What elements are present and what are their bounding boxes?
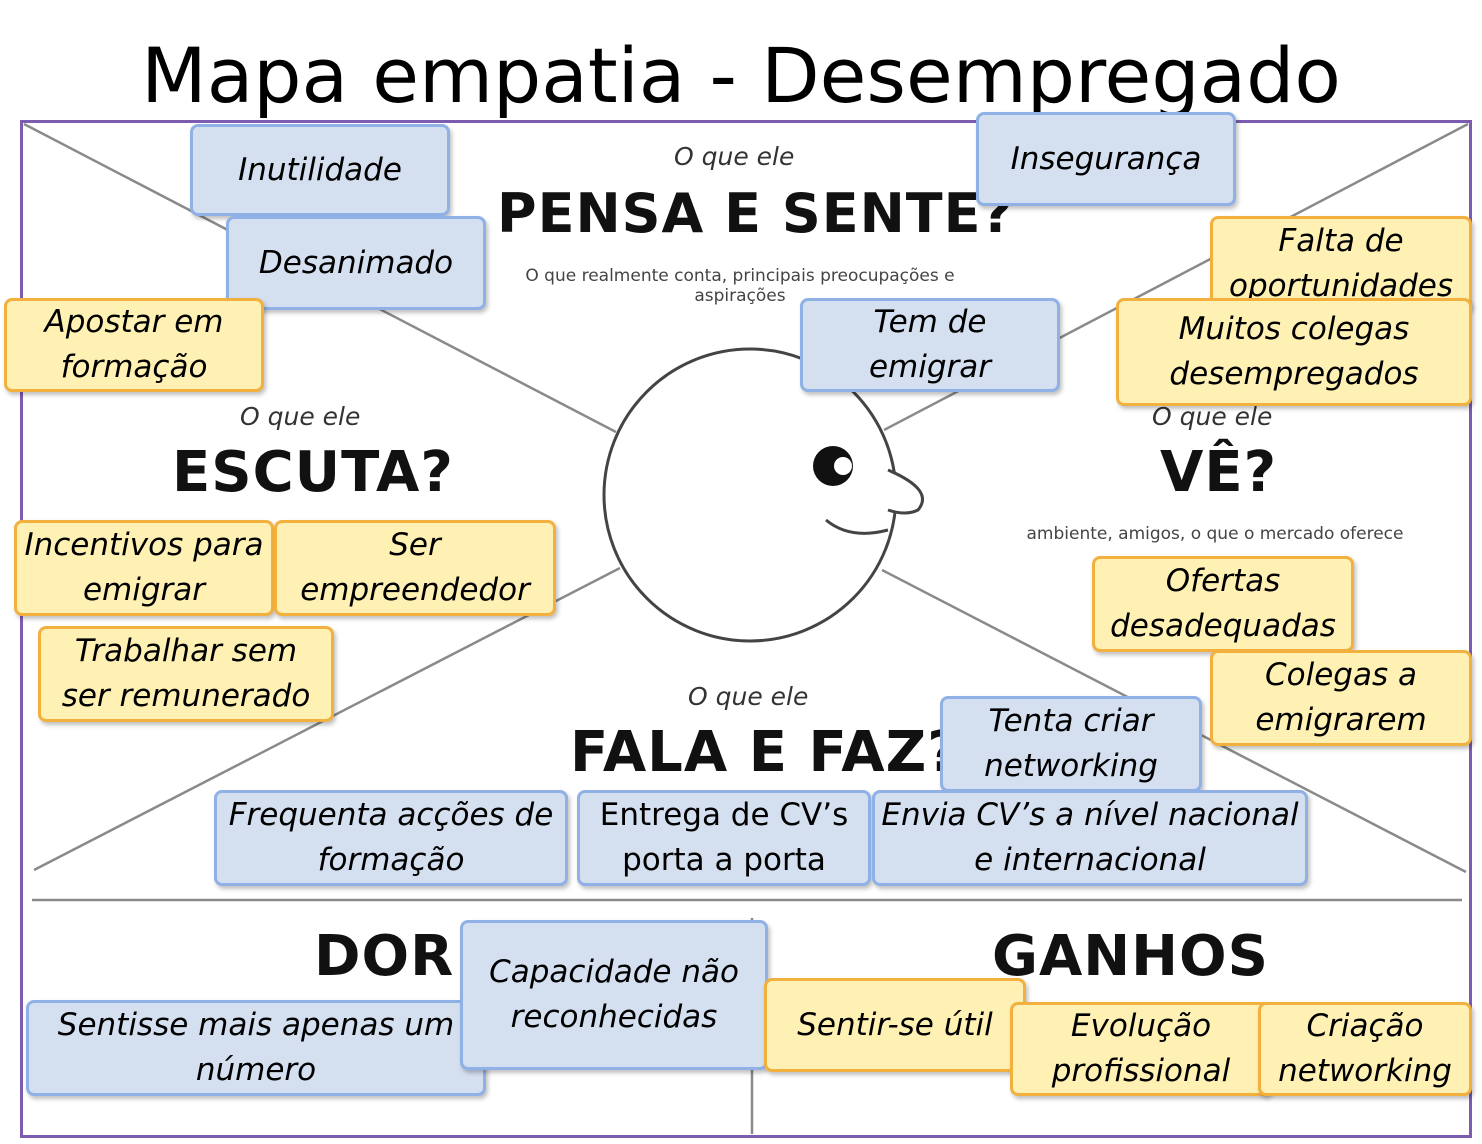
note-frequenta[interactable]: Frequenta acções de formação xyxy=(214,790,568,886)
note-ser-empreendedor[interactable]: Ser empreendedor xyxy=(274,520,556,616)
head-circle xyxy=(602,347,898,643)
note-criacao[interactable]: Criação networking xyxy=(1258,1002,1472,1096)
note-inseguranca[interactable]: Insegurança xyxy=(976,112,1236,206)
note-capacidade[interactable]: Capacidade não reconhecidas xyxy=(460,920,768,1070)
note-sentir-util[interactable]: Sentir-se útil xyxy=(764,978,1026,1072)
head-eye-highlight xyxy=(834,457,852,475)
note-trabalhar-sem[interactable]: Trabalhar sem ser remunerado xyxy=(38,626,334,722)
note-incentivos[interactable]: Incentivos para emigrar xyxy=(14,520,274,616)
ve-prefix: O que ele xyxy=(1152,402,1273,431)
pensa-description: O que realmente conta, principais preocu… xyxy=(525,266,955,306)
note-sentisse[interactable]: Sentisse mais apenas um número xyxy=(26,1000,486,1096)
note-colegas-emigrarem[interactable]: Colegas a emigrarem xyxy=(1210,650,1472,746)
head-nose xyxy=(887,468,924,515)
note-envia-cv[interactable]: Envia CV’s a nível nacional e internacio… xyxy=(872,790,1308,886)
note-entrega-cv[interactable]: Entrega de CV’s porta a porta xyxy=(577,790,871,886)
ve-heading: VÊ? xyxy=(1160,440,1278,505)
page-title: Mapa empatia - Desempregado xyxy=(141,31,1341,120)
ve-description: ambiente, amigos, o que o mercado oferec… xyxy=(1026,524,1404,544)
note-networking[interactable]: Tenta criar networking xyxy=(940,696,1202,792)
escuta-heading: ESCUTA? xyxy=(172,440,454,505)
note-inutilidade[interactable]: Inutilidade xyxy=(190,124,450,216)
note-tem-de-emigrar[interactable]: Tem de emigrar xyxy=(800,298,1060,392)
escuta-prefix: O que ele xyxy=(240,402,361,431)
fala-prefix: O que ele xyxy=(688,682,809,711)
dor-heading: DOR xyxy=(314,924,455,989)
note-ofertas[interactable]: Ofertas desadequadas xyxy=(1092,556,1354,652)
pensa-heading: PENSA E SENTE? xyxy=(497,182,1014,245)
head-eye xyxy=(813,446,853,486)
note-evolucao[interactable]: Evolução profissional xyxy=(1010,1002,1272,1096)
pensa-prefix: O que ele xyxy=(674,142,795,171)
fala-heading: FALA E FAZ? xyxy=(570,720,961,785)
note-desanimado[interactable]: Desanimado xyxy=(226,216,486,310)
note-apostar-formacao[interactable]: Apostar em formação xyxy=(4,298,264,392)
note-muitos-colegas[interactable]: Muitos colegas desempregados xyxy=(1116,298,1472,406)
empathy-map-frame xyxy=(20,120,1472,1138)
ganhos-heading: GANHOS xyxy=(992,924,1269,989)
head-smile xyxy=(825,518,889,535)
head-icon xyxy=(602,347,924,643)
